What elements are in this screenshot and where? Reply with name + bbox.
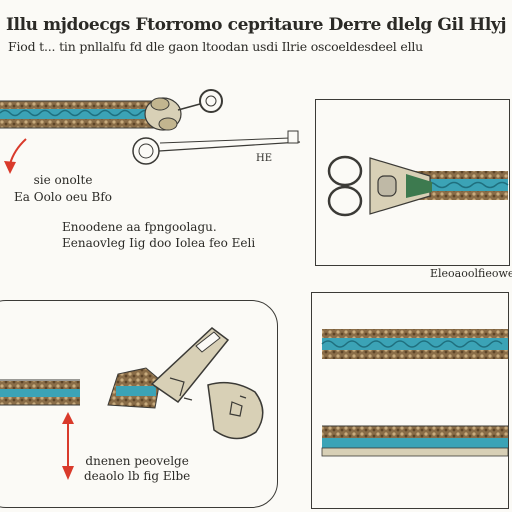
red-arrow-top	[4, 138, 27, 174]
annotation-4: dnenen peovelge deaolo lb fig Elbe	[84, 454, 191, 483]
annotation-3: Eleoaoolfieowe	[430, 267, 512, 280]
annotation-5: HE	[256, 153, 273, 164]
diagram-subtitle: Fiod t... tin pnllalfu fd dle gaon ltood…	[8, 39, 424, 54]
zipper-slider-top	[144, 89, 223, 131]
pull-ring-leader	[132, 130, 301, 165]
pull-tab-bottom-left	[107, 327, 264, 440]
zipper-slider-closeup	[327, 155, 509, 217]
zipper-strip-bottom-right-lower	[321, 425, 509, 457]
zipper-strip-bottom-left	[0, 379, 80, 406]
red-arrow-bottom	[62, 412, 74, 480]
annotation-1: sie onolte Ea Oolo oeu Bfo	[14, 173, 113, 204]
annotation-2: Enoodene aa fpngoolagu. Eenaovleg Iig do…	[62, 220, 256, 250]
zipper-strip-top	[0, 100, 171, 129]
diagram-title: Illu mjdoecgs Ftorromo cepritaure Derre …	[6, 15, 507, 35]
zipper-strip-bottom-right-upper	[321, 329, 508, 359]
bottom-right-panel	[311, 292, 509, 509]
